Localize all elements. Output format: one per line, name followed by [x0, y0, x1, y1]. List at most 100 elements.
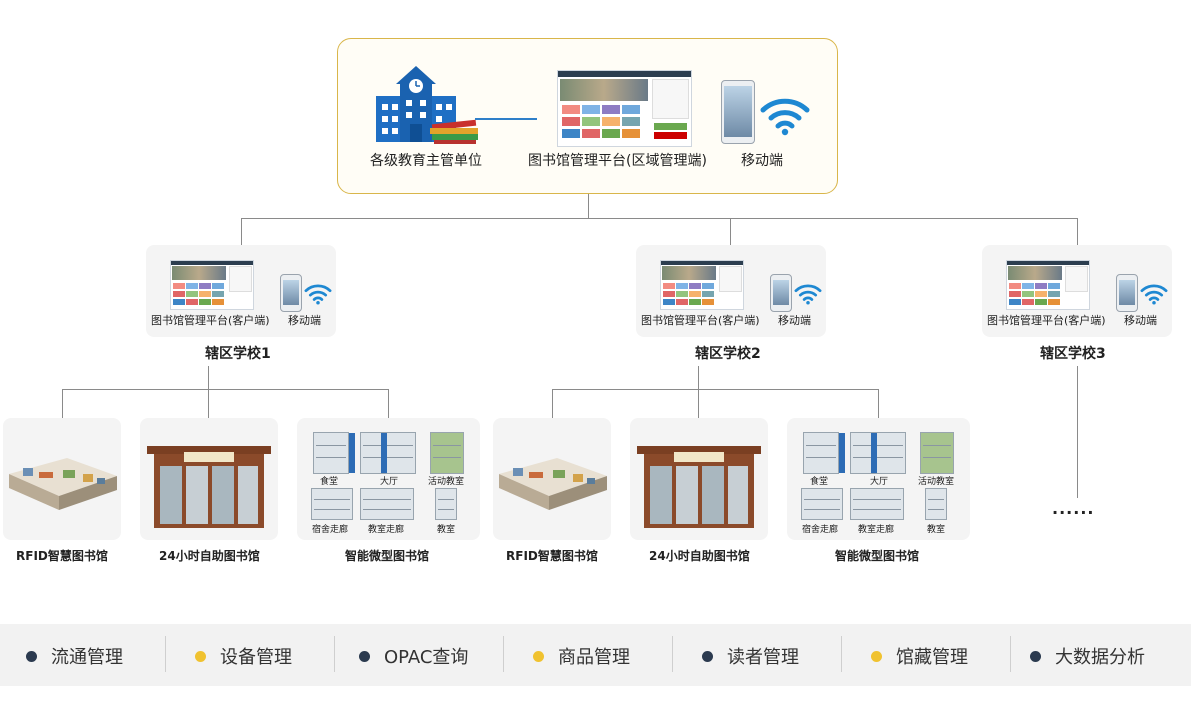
book-cabinet: [360, 432, 416, 474]
school-platform-label: 图书馆管理平台(客户端): [987, 314, 1106, 327]
tree-line: [698, 389, 699, 418]
bullet-dot-icon: [26, 651, 37, 662]
wifi-icon: [760, 96, 810, 136]
feature-item: OPAC查询: [359, 643, 468, 669]
rfid-library-label: RFID智慧图书馆: [16, 549, 108, 563]
selfservice-library-image: [637, 446, 761, 528]
micro-spot-label: 大厅: [870, 477, 889, 487]
feature-label: 流通管理: [51, 647, 123, 668]
selfservice-library-card: [630, 418, 768, 540]
micro-spot-label: 教室走廊: [368, 525, 405, 535]
rfid-library-label: RFID智慧图书馆: [506, 549, 598, 563]
school-platform-label: 图书馆管理平台(客户端): [641, 314, 760, 327]
tree-line: [698, 366, 699, 390]
platform-screen-school: [1006, 260, 1090, 310]
rfid-library-card: [493, 418, 611, 540]
selfservice-library-label: 24小时自助图书馆: [649, 549, 750, 563]
micro-spot-label: 大厅: [380, 477, 399, 487]
feature-item: 设备管理: [195, 643, 292, 669]
feature-label: 设备管理: [220, 647, 292, 668]
book-cabinet: [925, 488, 947, 520]
tree-line: [878, 389, 879, 418]
school-card-3: 图书馆管理平台(客户端) 移动端: [982, 245, 1172, 337]
school-platform-label: 图书馆管理平台(客户端): [151, 314, 270, 327]
micro-spot-label: 教室: [437, 525, 456, 535]
micro-library-label: 智能微型图书馆: [835, 549, 920, 563]
smartphone-icon: [721, 80, 755, 144]
book-cabinet: [850, 432, 906, 474]
tree-line: [241, 218, 242, 245]
tree-line: [1077, 366, 1078, 498]
separator: [672, 636, 673, 672]
separator: [841, 636, 842, 672]
selfservice-library-card: [140, 418, 278, 540]
separator: [1010, 636, 1011, 672]
tree-line: [1077, 218, 1078, 245]
school-mobile-label: 移动端: [778, 314, 811, 327]
wifi-icon: [1140, 283, 1168, 305]
selfservice-library-image: [147, 446, 271, 528]
tree-line: [62, 389, 389, 390]
book-cabinet: [360, 488, 414, 520]
micro-spot-label: 食堂: [810, 477, 829, 487]
feature-label: 馆藏管理: [896, 647, 968, 668]
selfservice-library-label: 24小时自助图书馆: [159, 549, 260, 563]
micro-library-card: 食堂 大厅 活动教室 宿舍走廊 教室走廊 教室: [297, 418, 480, 540]
tree-line: [62, 389, 63, 418]
tree-line: [552, 389, 553, 418]
book-cabinet: [313, 432, 355, 474]
separator: [503, 636, 504, 672]
bullet-dot-icon: [533, 651, 544, 662]
school-name-1: 辖区学校1: [205, 346, 271, 362]
school-name-2: 辖区学校2: [695, 346, 761, 362]
feature-item: 商品管理: [533, 643, 630, 669]
authority-label: 各级教育主管单位: [370, 153, 482, 169]
regional-mobile-label: 移动端: [741, 153, 783, 169]
regional-platform-label: 图书馆管理平台(区域管理端): [528, 153, 707, 169]
book-cabinet: [850, 488, 904, 520]
feature-item: 馆藏管理: [871, 643, 968, 669]
micro-library-label: 智能微型图书馆: [345, 549, 430, 563]
tree-line: [388, 389, 389, 418]
feature-label: OPAC查询: [384, 647, 469, 668]
feature-label: 读者管理: [727, 647, 799, 668]
school-mobile-label: 移动端: [288, 314, 321, 327]
micro-spot-label: 教室走廊: [858, 525, 895, 535]
school-building-icon: [374, 64, 484, 146]
bullet-dot-icon: [195, 651, 206, 662]
micro-spot-label: 宿舍走廊: [312, 525, 349, 535]
feature-item: 大数据分析: [1030, 643, 1145, 669]
smartphone-icon: [1116, 274, 1138, 312]
book-cabinet: [430, 432, 464, 474]
tree-line: [208, 389, 209, 418]
feature-item: 流通管理: [26, 643, 123, 669]
wifi-icon: [304, 283, 332, 305]
tree-line: [552, 389, 879, 390]
separator: [334, 636, 335, 672]
smartphone-icon: [770, 274, 792, 312]
tree-line: [241, 218, 1078, 219]
separator: [165, 636, 166, 672]
ellipsis: ······: [1052, 503, 1095, 522]
micro-spot-label: 食堂: [320, 477, 339, 487]
bullet-dot-icon: [359, 651, 370, 662]
book-cabinet: [801, 488, 843, 520]
rfid-library-card: [3, 418, 121, 540]
connector-line: [475, 118, 537, 120]
feature-item: 读者管理: [702, 643, 799, 669]
school-name-3: 辖区学校3: [1040, 346, 1106, 362]
rfid-library-image: [9, 458, 117, 510]
bullet-dot-icon: [1030, 651, 1041, 662]
tree-line: [730, 218, 731, 245]
book-cabinet: [435, 488, 457, 520]
micro-spot-label: 教室: [927, 525, 946, 535]
feature-label: 大数据分析: [1055, 647, 1145, 668]
micro-library-card: 食堂 大厅 活动教室 宿舍走廊 教室走廊 教室: [787, 418, 970, 540]
rfid-library-image: [499, 458, 607, 510]
feature-label: 商品管理: [558, 647, 630, 668]
book-cabinet: [311, 488, 353, 520]
book-cabinet: [803, 432, 845, 474]
bullet-dot-icon: [702, 651, 713, 662]
platform-screen-school: [170, 260, 254, 310]
platform-screen-regional: [557, 70, 692, 147]
